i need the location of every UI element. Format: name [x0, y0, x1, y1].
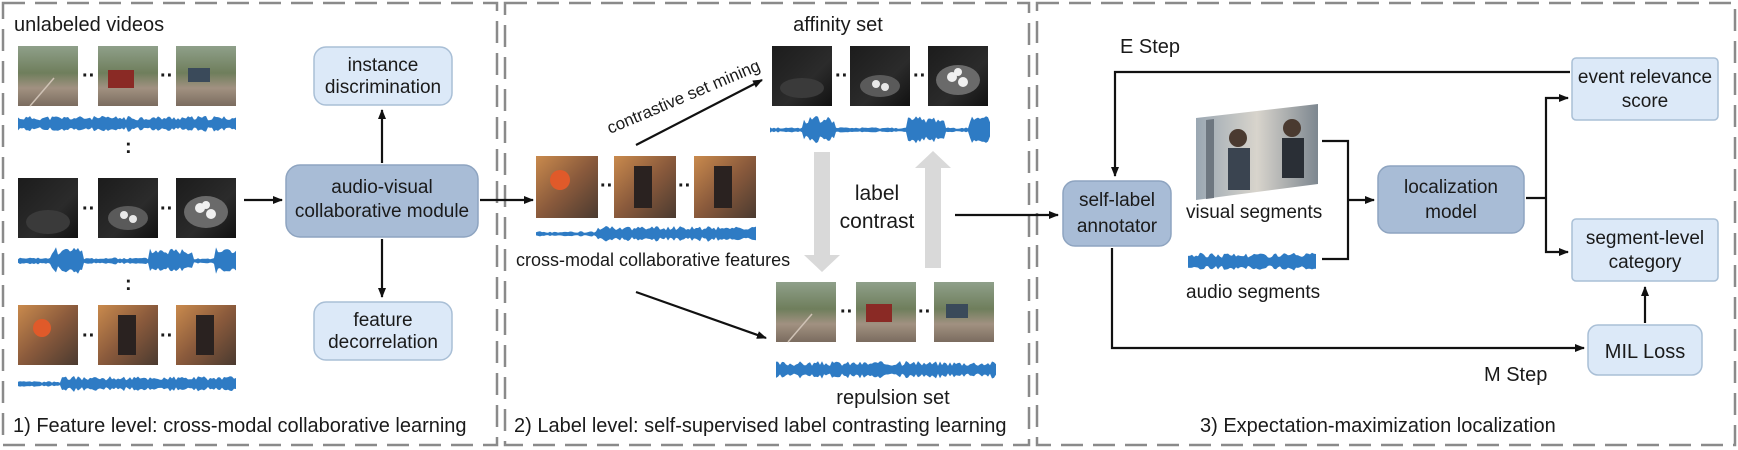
localization-model-box — [1377, 165, 1525, 234]
vertical-dots-2: : — [125, 273, 132, 295]
svg-text:score: score — [1622, 91, 1668, 112]
arrow-repulsion — [635, 290, 767, 340]
svg-text:feature: feature — [353, 310, 412, 331]
svg-text:category: category — [1609, 252, 1682, 273]
svg-text:··: ·· — [600, 175, 613, 197]
unlabeled-videos-title: unlabeled videos — [14, 14, 164, 36]
waveform-affinity — [770, 116, 990, 144]
grey-arrow-down — [804, 152, 840, 272]
cross-modal-features-label: cross-modal collaborative features — [516, 250, 790, 270]
arrow-to-relevance — [1544, 94, 1569, 198]
panel-em-localization — [1035, 1, 1737, 447]
svg-text:··: ·· — [82, 65, 95, 87]
panel-label-level — [503, 1, 1031, 447]
panel-feature-level — [1, 1, 499, 447]
svg-text:annotator: annotator — [1077, 216, 1158, 237]
video-row-kitchen: ·· ·· — [18, 305, 236, 365]
svg-text:··: ·· — [835, 65, 848, 87]
svg-text:localization: localization — [1404, 177, 1498, 198]
svg-text:audio-visual: audio-visual — [331, 177, 432, 198]
event-relevance-score-box — [1571, 57, 1719, 121]
svg-text:self-label: self-label — [1079, 190, 1155, 211]
svg-text:instance: instance — [348, 55, 419, 76]
arrow-e-step — [1111, 70, 1570, 177]
vertical-dots: : — [125, 136, 132, 158]
label-contrast-line2: contrast — [840, 210, 915, 233]
arrow-contrastive-mining — [635, 79, 763, 146]
label-contrast-line1: label — [855, 182, 899, 205]
repulsion-set-label: repulsion set — [836, 387, 950, 409]
svg-text:··: ·· — [918, 301, 931, 323]
arrow-to-category — [1544, 198, 1569, 256]
svg-text:··: ·· — [840, 301, 853, 323]
video-row-cooking: ·· ·· — [18, 178, 236, 238]
audio-visual-collaborative-module — [285, 164, 479, 238]
e-step-label: E Step — [1120, 36, 1180, 58]
waveform-cross-modal — [536, 226, 756, 242]
caption-em-localization: 3) Expectation-maximization localization — [1200, 415, 1556, 437]
svg-text:··: ·· — [913, 65, 926, 87]
waveform-repulsion — [776, 361, 996, 379]
waveform-audio-segments — [1188, 252, 1316, 271]
visual-segments-image — [1196, 104, 1318, 200]
svg-text:discrimination: discrimination — [325, 77, 441, 98]
video-row-train: ·· ·· — [18, 46, 236, 107]
mil-loss-box — [1587, 324, 1703, 376]
grey-arrow-up — [915, 151, 951, 268]
svg-text:··: ·· — [160, 65, 173, 87]
arrow-m-step — [1110, 248, 1585, 352]
svg-text:··: ·· — [678, 175, 691, 197]
svg-text:··: ·· — [160, 198, 173, 220]
waveform-cooking — [18, 247, 236, 274]
bracket-visual — [1322, 139, 1350, 261]
svg-text:collaborative module: collaborative module — [295, 201, 469, 222]
caption-feature-level: 1) Feature level: cross-modal collaborat… — [13, 415, 467, 437]
visual-segments-label: visual segments — [1186, 202, 1322, 223]
contrastive-mining-label: contrastive set mining — [604, 56, 763, 138]
m-step-label: M Step — [1484, 364, 1547, 386]
svg-text:MIL Loss: MIL Loss — [1605, 341, 1685, 363]
svg-text:segment-level: segment-level — [1586, 228, 1704, 249]
svg-text:event relevance: event relevance — [1578, 67, 1712, 88]
waveform-train — [18, 115, 236, 132]
instance-discrimination-box — [313, 46, 453, 106]
waveform-kitchen — [18, 376, 236, 392]
feature-decorrelation-box — [313, 301, 453, 361]
audio-segments-label: audio segments — [1186, 282, 1320, 303]
self-label-annotator-box — [1062, 180, 1172, 247]
affinity-set-label: affinity set — [793, 14, 883, 36]
affinity-thumbnails: ·· ·· — [772, 46, 988, 106]
svg-text:··: ·· — [82, 325, 95, 347]
repulsion-thumbnails: ·· ·· — [776, 282, 994, 343]
svg-text:··: ·· — [82, 198, 95, 220]
cross-modal-thumbnails: ·· ·· — [536, 156, 756, 218]
segment-level-category-box — [1571, 218, 1719, 282]
svg-text:decorrelation: decorrelation — [328, 332, 438, 353]
svg-text:model: model — [1425, 202, 1477, 223]
caption-label-level: 2) Label level: self-supervised label co… — [514, 415, 1007, 437]
svg-text:··: ·· — [160, 325, 173, 347]
